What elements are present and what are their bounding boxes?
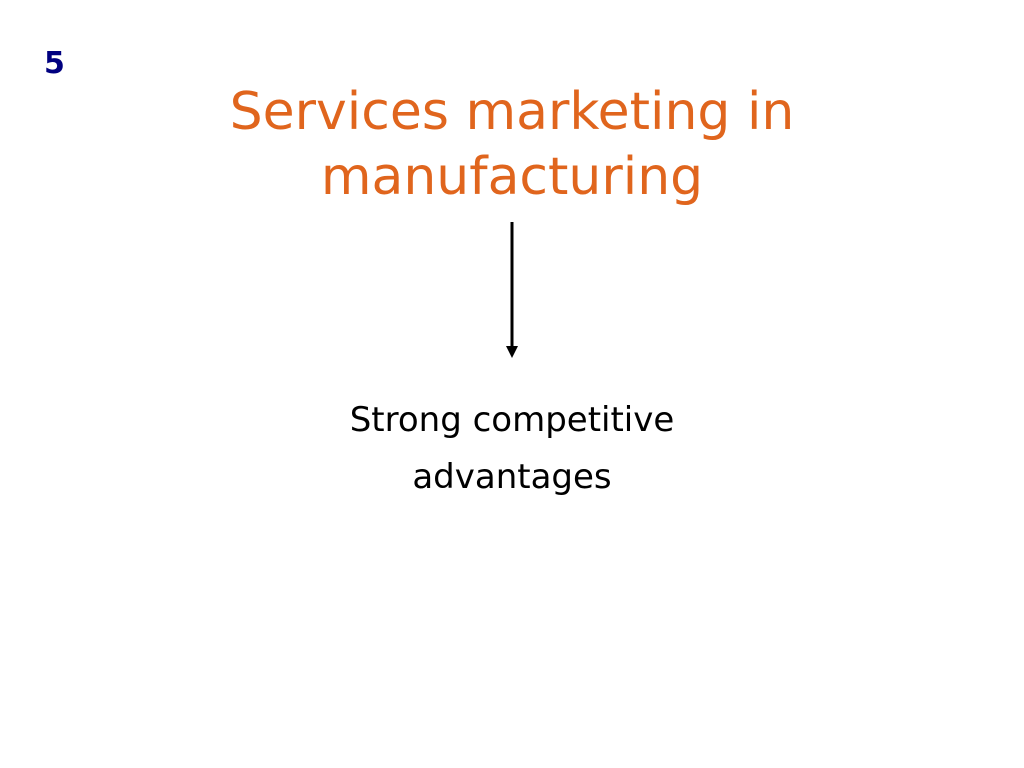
- slide-number: 5: [44, 46, 65, 81]
- slide-title: Services marketing in manufacturing: [112, 80, 912, 210]
- result-text: Strong competitive advantages: [212, 392, 812, 506]
- slide-title-line-1: Services marketing in: [229, 82, 795, 142]
- result-line-1: Strong competitive: [349, 400, 675, 440]
- slide-title-line-2: manufacturing: [320, 147, 704, 207]
- result-line-2: advantages: [412, 457, 612, 497]
- arrow-down-icon: [506, 222, 518, 358]
